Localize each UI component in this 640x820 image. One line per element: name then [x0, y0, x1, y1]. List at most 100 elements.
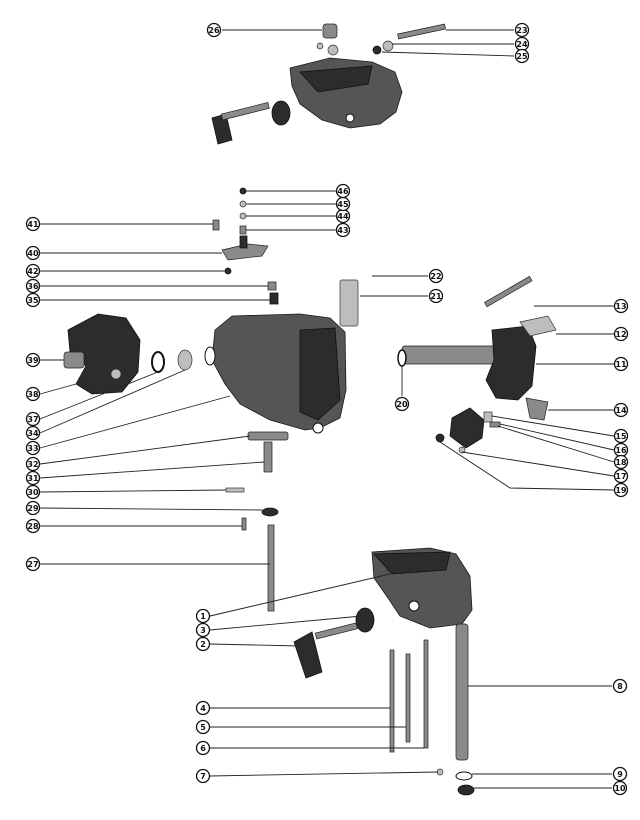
leader-33 — [39, 395, 231, 449]
top-bolt-nut — [372, 45, 382, 55]
pin-28 — [241, 517, 247, 531]
callout-39: 39 — [25, 352, 41, 368]
svg-text:12: 12 — [615, 330, 626, 339]
callout-27: 27 — [25, 556, 41, 572]
upper-bracket-hole — [345, 113, 355, 123]
callout-45: 45 — [335, 196, 351, 212]
leader-17 — [461, 451, 615, 477]
leader-31 — [39, 461, 265, 479]
svg-text:35: 35 — [27, 296, 39, 305]
callout-38: 38 — [25, 386, 41, 402]
callouts: 1 2 3 4 5 6 7 8 9 10 11 12 13 14 15 16 1… — [25, 22, 629, 796]
leader-3 — [209, 615, 363, 631]
parts-illustration — [63, 23, 557, 796]
leader-2 — [209, 643, 301, 647]
svg-text:30: 30 — [27, 488, 39, 497]
svg-text:44: 44 — [337, 212, 349, 221]
svg-text:46: 46 — [337, 187, 349, 196]
svg-text:9: 9 — [617, 770, 623, 779]
leader-18 — [497, 425, 615, 463]
callout-1: 1 — [195, 608, 211, 624]
svg-text:4: 4 — [200, 704, 206, 713]
lower-bracket-hole — [408, 600, 420, 612]
callout-40: 40 — [25, 245, 41, 261]
callout-35: 35 — [25, 292, 41, 308]
leader-19 — [439, 441, 615, 491]
svg-text:45: 45 — [337, 200, 349, 209]
seal-37 — [151, 351, 165, 373]
callout-26: 26 — [206, 22, 222, 38]
svg-text:13: 13 — [615, 302, 626, 311]
upper-clamp-screw-shaft — [220, 102, 270, 121]
svg-text:20: 20 — [396, 400, 408, 409]
upper-swivel-pad — [271, 100, 291, 126]
callout-33: 33 — [25, 440, 41, 456]
svg-text:6: 6 — [200, 744, 206, 753]
leader-15 — [491, 415, 615, 437]
leader-16 — [499, 423, 615, 451]
nut-42 — [224, 267, 232, 275]
swivel-housing-shade — [299, 327, 341, 421]
callout-11: 11 — [613, 356, 629, 372]
leader-25 — [381, 51, 515, 57]
rod-6 — [423, 639, 429, 749]
grease-fitting-36 — [267, 281, 277, 291]
callout-5: 5 — [195, 719, 211, 735]
washer-29 — [261, 507, 279, 517]
svg-text:19: 19 — [615, 486, 627, 495]
svg-text:7: 7 — [200, 772, 206, 781]
svg-text:28: 28 — [27, 522, 39, 531]
leader-7 — [209, 771, 439, 777]
svg-text:21: 21 — [430, 292, 442, 301]
svg-text:23: 23 — [516, 26, 527, 35]
callout-13: 13 — [613, 298, 629, 314]
callout-14: 14 — [613, 402, 629, 418]
top-bolt-washer — [382, 40, 394, 52]
svg-text:25: 25 — [516, 52, 528, 61]
callout-22: 22 — [428, 268, 444, 284]
top-washer-a — [327, 44, 339, 56]
callout-42: 42 — [25, 263, 41, 279]
svg-text:11: 11 — [615, 360, 627, 369]
clamp-handle-2 — [293, 631, 323, 679]
lever-bolt-13 — [484, 275, 533, 308]
svg-text:43: 43 — [337, 226, 348, 235]
callout-17: 17 — [613, 468, 629, 484]
swivel-housing-lower-bore — [312, 422, 324, 434]
callout-15: 15 — [613, 428, 629, 444]
svg-text:1: 1 — [200, 612, 206, 621]
nut-19 — [435, 433, 445, 443]
callout-21: 21 — [428, 288, 444, 304]
leader-34 — [39, 369, 186, 434]
leader-32 — [39, 435, 251, 465]
tilt-lock-bracket — [449, 407, 485, 449]
ring-20 — [397, 349, 407, 367]
svg-text:2: 2 — [200, 640, 206, 649]
svg-text:34: 34 — [27, 429, 39, 438]
svg-text:24: 24 — [516, 40, 528, 49]
svg-text:8: 8 — [617, 682, 623, 691]
svg-text:15: 15 — [615, 432, 627, 441]
cap-10 — [457, 784, 475, 796]
screw-41 — [212, 219, 220, 231]
leader-29 — [39, 507, 263, 511]
svg-text:37: 37 — [27, 415, 38, 424]
callout-34: 34 — [25, 425, 41, 441]
callout-18: 18 — [613, 454, 629, 470]
bracket-40-tab — [239, 235, 248, 249]
tube-8 — [455, 623, 469, 761]
callout-37: 37 — [25, 411, 41, 427]
small-nut-46 — [239, 187, 247, 195]
callout-41: 41 — [25, 216, 41, 232]
svg-text:16: 16 — [615, 446, 627, 455]
swivel-pad-3 — [355, 607, 375, 633]
svg-text:27: 27 — [27, 560, 38, 569]
shaft-27 — [267, 524, 275, 612]
callout-23: 23 — [514, 22, 530, 38]
svg-text:17: 17 — [615, 472, 626, 481]
swivel-nut-39 — [63, 351, 85, 369]
callout-30: 30 — [25, 484, 41, 500]
callout-32: 32 — [25, 456, 41, 472]
washer-17 — [458, 446, 466, 454]
